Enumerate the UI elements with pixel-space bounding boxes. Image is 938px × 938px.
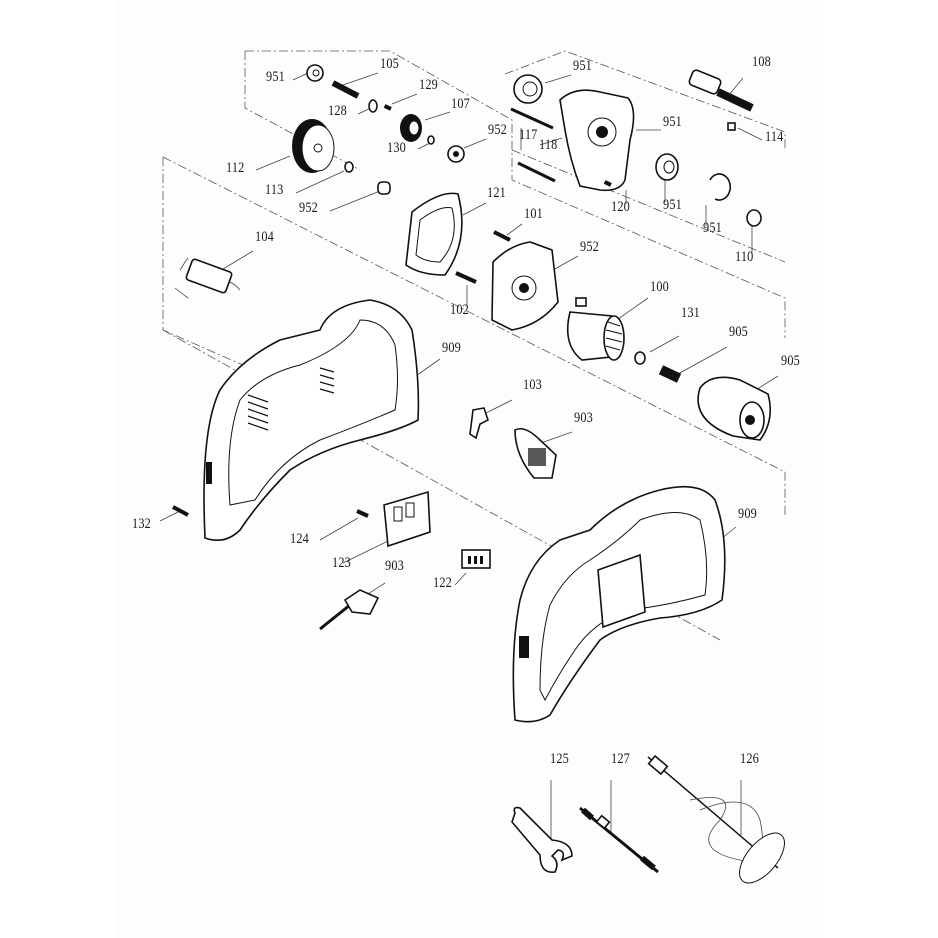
gearbox-housing-icon [510, 74, 762, 227]
screw-132-icon [172, 505, 189, 517]
part-label-114: 114 [765, 129, 784, 145]
part-label-952a: 952 [488, 122, 507, 138]
part-label-130: 130 [387, 140, 406, 156]
handle-left-909-icon [203, 299, 420, 541]
brush-holder-104-icon [174, 257, 241, 299]
part-label-110: 110 [735, 249, 754, 265]
part-label-113: 113 [265, 182, 284, 198]
mixing-paddle-126-icon [647, 754, 785, 884]
part-label-102: 102 [450, 302, 469, 318]
switch-plate-123-icon [383, 490, 431, 548]
motor-905-icon [697, 376, 771, 441]
shaft-105-icon [331, 80, 360, 99]
gear-112-icon [292, 119, 335, 173]
part-label-129: 129 [419, 77, 438, 93]
part-label-951a: 951 [266, 69, 285, 85]
screw-124-icon [356, 509, 369, 518]
part-label-121: 121 [487, 185, 506, 201]
part-label-132: 132 [132, 516, 151, 532]
gear-107-icon [400, 114, 422, 142]
part-label-104: 104 [255, 229, 274, 245]
part-label-951e: 951 [703, 220, 722, 236]
screw-101-icon [493, 230, 511, 242]
part-label-120: 120 [611, 199, 630, 215]
part-label-103: 103 [523, 377, 542, 393]
leader-lines [159, 72, 779, 848]
part-label-905a: 905 [729, 324, 748, 340]
part-label-951c: 951 [663, 114, 682, 130]
wrench-125-icon [511, 806, 573, 873]
pinion-905-icon [658, 365, 682, 383]
part-label-124: 124 [290, 531, 309, 547]
part-label-123: 123 [332, 555, 351, 571]
part-label-127: 127 [611, 751, 630, 767]
part-label-122: 122 [433, 575, 452, 591]
part-label-118: 118 [539, 137, 558, 153]
washer-128-icon [368, 99, 378, 113]
part-label-951d: 951 [663, 197, 682, 213]
part-label-952b: 952 [299, 200, 318, 216]
part-label-101: 101 [524, 206, 543, 222]
bearing-951-icon [306, 64, 324, 82]
parts [172, 64, 785, 884]
washer-131-icon [634, 351, 646, 365]
washer-130-icon [427, 135, 435, 145]
part-label-952c: 952 [580, 239, 599, 255]
part-label-126: 126 [740, 751, 759, 767]
circlip-113-icon [344, 161, 354, 173]
part-label-112: 112 [226, 160, 245, 176]
connector-122-icon [461, 549, 491, 569]
part-label-909a: 909 [442, 340, 461, 356]
part-label-131: 131 [681, 305, 700, 321]
part-label-905b: 905 [781, 353, 800, 369]
stator-100-icon [566, 297, 625, 361]
part-label-125: 125 [550, 751, 569, 767]
part-label-903b: 903 [385, 558, 404, 574]
bearing-952-icon [447, 145, 465, 163]
part-label-107: 107 [451, 96, 470, 112]
trigger-103-icon [469, 407, 489, 440]
screw-102-icon [455, 271, 477, 284]
part-label-128: 128 [328, 103, 347, 119]
part-label-903a: 903 [574, 410, 593, 426]
cord-903-icon [319, 589, 380, 631]
spindle-108-icon [688, 69, 754, 131]
part-label-100: 100 [650, 279, 669, 295]
motor-plate-icon [491, 241, 559, 331]
bushing-952-icon [377, 181, 391, 195]
part-label-105: 105 [380, 56, 399, 72]
part-label-951b: 951 [573, 58, 592, 74]
handle-right-909-icon [512, 485, 726, 723]
extension-rod-127-icon [579, 806, 659, 874]
part-label-909b: 909 [738, 506, 757, 522]
key-129-icon [383, 104, 392, 111]
part-label-117: 117 [519, 127, 538, 143]
part-label-108: 108 [752, 54, 771, 70]
